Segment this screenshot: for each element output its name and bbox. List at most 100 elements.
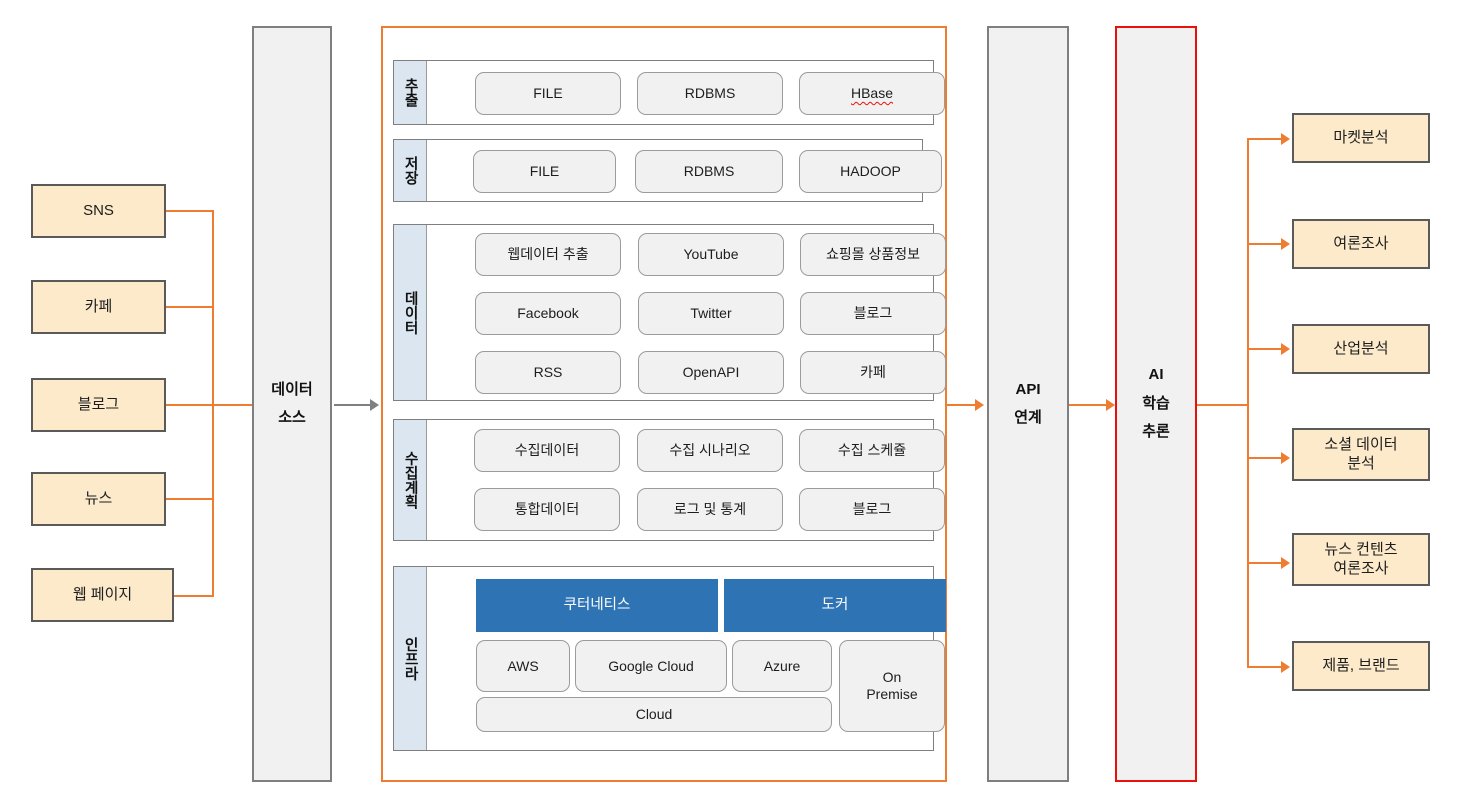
source-label: 블로그 <box>77 395 120 413</box>
source-label: SNS <box>83 201 114 219</box>
output-label: 산업분석 <box>1333 339 1389 357</box>
connector-output-2 <box>1247 243 1283 245</box>
connector-lower-vertical <box>212 404 214 596</box>
connector-blog <box>166 404 256 406</box>
section-infra: 인프라 쿠터네티스 도커 AWS Google Cloud Azure On P… <box>393 566 946 751</box>
arrowhead-to-platform <box>370 399 379 411</box>
chip-plan-scenario[interactable]: 수집 시나리오 <box>637 429 783 472</box>
chip-plan-blog[interactable]: 블로그 <box>799 488 945 531</box>
connector-api-to-ai <box>1069 404 1109 406</box>
chip-plan-schedule[interactable]: 수집 스케쥴 <box>799 429 945 472</box>
platform-frame <box>381 26 947 782</box>
connector-output-trunk <box>1247 138 1249 666</box>
source-label: 카페 <box>84 297 113 315</box>
chip-infra-kubernetes[interactable]: 쿠터네티스 <box>476 579 718 632</box>
stage-line-2: 학습 <box>1142 394 1170 412</box>
output-label: 여론조사 <box>1333 234 1389 252</box>
chip-plan-collected-data[interactable]: 수집데이터 <box>474 429 620 472</box>
connector-output-3 <box>1247 348 1283 350</box>
section-label-storage: 저장 <box>394 140 427 201</box>
output-box-industry-analysis[interactable]: 산업분석 <box>1292 324 1430 374</box>
output-box-news-content-opinion[interactable]: 뉴스 컨텐츠 여론조사 <box>1292 533 1430 586</box>
stage-data-source[interactable]: 데이터 소스 <box>252 26 332 782</box>
arrowhead-to-ai <box>1106 399 1115 411</box>
source-box-sns[interactable]: SNS <box>31 184 166 238</box>
section-label-infra: 인프라 <box>394 567 427 750</box>
source-label: 뉴스 <box>84 489 113 507</box>
section-collection-plan: 수집계획 수집데이터 수집 시나리오 수집 스케쥴 통합데이터 로그 및 통계 … <box>393 419 945 541</box>
chip-extract-file[interactable]: FILE <box>475 72 621 115</box>
connector-sns <box>166 210 214 212</box>
stage-line-1: API <box>1015 380 1041 398</box>
chip-extract-rdbms[interactable]: RDBMS <box>637 72 783 115</box>
stage-api-integration[interactable]: API 연계 <box>987 26 1069 782</box>
chip-infra-on-premise[interactable]: On Premise <box>839 640 945 732</box>
section-label-extract: 추출 <box>394 61 427 124</box>
chip-data-youtube[interactable]: YouTube <box>638 233 784 276</box>
output-box-public-opinion-survey[interactable]: 여론조사 <box>1292 219 1430 269</box>
chip-data-rss[interactable]: RSS <box>475 351 621 394</box>
chip-plan-logs-stats[interactable]: 로그 및 통계 <box>637 488 783 531</box>
connector-news <box>166 498 214 500</box>
arrowhead-output-6 <box>1281 661 1290 673</box>
stage-line-3: 추론 <box>1142 423 1170 441</box>
output-box-market-analysis[interactable]: 마켓분석 <box>1292 113 1430 163</box>
chip-storage-rdbms[interactable]: RDBMS <box>635 150 783 193</box>
source-box-cafe[interactable]: 카페 <box>31 280 166 334</box>
section-extract: 추출 FILE RDBMS HBase <box>393 60 945 125</box>
output-label: 뉴스 컨텐츠 여론조사 <box>1324 540 1398 577</box>
chip-data-facebook[interactable]: Facebook <box>475 292 621 335</box>
section-data: 데이터 웹데이터 추출 YouTube 쇼핑몰 상품정보 Facebook Tw… <box>393 224 946 401</box>
chip-infra-aws[interactable]: AWS <box>476 640 570 692</box>
section-body-data: 웹데이터 추출 YouTube 쇼핑몰 상품정보 Facebook Twitte… <box>427 225 946 400</box>
arrowhead-output-3 <box>1281 343 1290 355</box>
section-label-collection-plan: 수집계획 <box>394 420 427 540</box>
chip-infra-google-cloud[interactable]: Google Cloud <box>575 640 727 692</box>
source-box-webpage[interactable]: 웹 페이지 <box>31 568 174 622</box>
section-storage: 저장 FILE RDBMS HADOOP <box>393 139 942 202</box>
connector-platform-to-api <box>947 404 977 406</box>
chip-infra-cloud[interactable]: Cloud <box>476 697 832 732</box>
chip-data-openapi[interactable]: OpenAPI <box>638 351 784 394</box>
chip-data-cafe[interactable]: 카페 <box>800 351 946 394</box>
chip-data-twitter[interactable]: Twitter <box>638 292 784 335</box>
output-box-social-data-analysis[interactable]: 소셜 데이터 분석 <box>1292 428 1430 481</box>
stage-line-2: 연계 <box>1014 409 1042 426</box>
arrowhead-to-api <box>975 399 984 411</box>
stage-line-1: 데이터 <box>271 380 313 398</box>
section-body-storage: FILE RDBMS HADOOP <box>427 140 942 201</box>
arrowhead-output-5 <box>1281 557 1290 569</box>
output-box-product-brand[interactable]: 제품, 브랜드 <box>1292 641 1430 691</box>
source-label: 웹 페이지 <box>72 585 133 603</box>
chip-infra-azure[interactable]: Azure <box>732 640 832 692</box>
chip-extract-hbase[interactable]: HBase <box>799 72 945 115</box>
output-label: 제품, 브랜드 <box>1322 656 1400 674</box>
section-body-collection-plan: 수집데이터 수집 시나리오 수집 스케쥴 통합데이터 로그 및 통계 블로그 <box>427 420 945 540</box>
chip-data-web-extract[interactable]: 웹데이터 추출 <box>475 233 621 276</box>
arrowhead-output-1 <box>1281 133 1290 145</box>
chip-data-shopping-info[interactable]: 쇼핑몰 상품정보 <box>800 233 946 276</box>
source-box-blog[interactable]: 블로그 <box>31 378 166 432</box>
connector-datasource-to-platform <box>334 404 372 406</box>
source-box-news[interactable]: 뉴스 <box>31 472 166 526</box>
arrowhead-output-2 <box>1281 238 1290 250</box>
chip-infra-docker[interactable]: 도커 <box>724 579 946 632</box>
section-body-extract: FILE RDBMS HBase <box>427 61 945 124</box>
section-label-data: 데이터 <box>394 225 427 400</box>
connector-output-6 <box>1247 666 1283 668</box>
arrowhead-output-4 <box>1281 452 1290 464</box>
chip-plan-integrated-data[interactable]: 통합데이터 <box>474 488 620 531</box>
stage-ai[interactable]: AI 학습 추론 <box>1115 26 1197 782</box>
connector-webpage <box>174 595 214 597</box>
chip-storage-hadoop[interactable]: HADOOP <box>799 150 942 193</box>
chip-data-blog[interactable]: 블로그 <box>800 292 946 335</box>
connector-ai-trunk <box>1197 404 1249 406</box>
output-label: 소셜 데이터 분석 <box>1324 435 1398 472</box>
connector-output-4 <box>1247 457 1283 459</box>
connector-merge-to-datasource <box>212 404 256 406</box>
connector-output-1 <box>1247 138 1283 140</box>
section-body-infra: 쿠터네티스 도커 AWS Google Cloud Azure On Premi… <box>427 567 946 750</box>
chip-storage-file[interactable]: FILE <box>473 150 616 193</box>
stage-line-2: 소스 <box>278 409 306 426</box>
